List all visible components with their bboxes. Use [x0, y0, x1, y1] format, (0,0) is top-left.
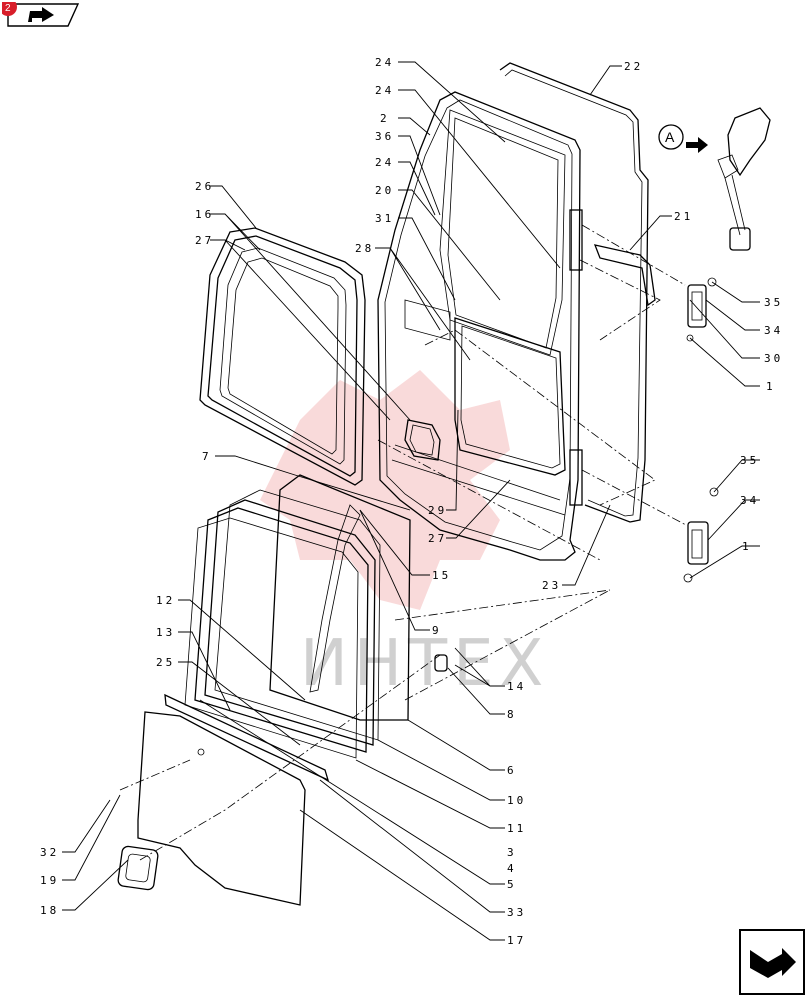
callout-label: 18 [40, 904, 59, 917]
callout-label: 26 [195, 180, 214, 193]
hinge-assemblies [683, 277, 719, 583]
callout-label: 5 [507, 878, 517, 891]
callout-label: 25 [156, 656, 175, 669]
page-badge-text: 2 [5, 3, 11, 14]
callout-label: 17 [507, 934, 526, 947]
callout-label: 24 [375, 56, 394, 69]
callout-label: 27 [428, 532, 447, 545]
callout-label: 7 [202, 450, 212, 463]
callout-label: 35 [740, 454, 759, 467]
callout-label: 22 [624, 60, 643, 73]
next-page-button[interactable] [738, 928, 806, 996]
page-badge [0, 0, 17, 16]
arrow-forward-icon [739, 929, 805, 995]
callout-label: 13 [156, 626, 175, 639]
door-frame [377, 62, 656, 561]
callout-label: 36 [375, 130, 394, 143]
callout-label: 2 [380, 112, 390, 125]
callout-label: 20 [375, 184, 394, 197]
callout-label: 15 [432, 569, 451, 582]
callout-label: 27 [195, 234, 214, 247]
detail-a-latch: A [658, 107, 771, 251]
callout-label: 1 [766, 380, 776, 393]
callout-label: 19 [40, 874, 59, 887]
previous-page-button[interactable]: 2 [0, 0, 80, 28]
callout-label: 14 [507, 680, 526, 693]
upper-window-glass [199, 227, 366, 486]
watermark-logo: ИНТЕХ [260, 370, 549, 701]
callout-label: 29 [428, 504, 447, 517]
callout-label: 24 [375, 156, 394, 169]
callout-label: 4 [507, 862, 517, 875]
callout-label: 9 [432, 624, 442, 637]
callout-label: 12 [156, 594, 175, 607]
callout-label: 34 [740, 494, 759, 507]
callout-label: 34 [764, 324, 783, 337]
callout-label: 21 [674, 210, 693, 223]
callout-label: 6 [507, 764, 517, 777]
callout-label: 35 [764, 296, 783, 309]
callout-label: 16 [195, 208, 214, 221]
lower-window-frames [117, 474, 448, 906]
detail-a-label: A [665, 129, 675, 145]
callout-label: 31 [375, 212, 394, 225]
callout-label: 23 [542, 579, 561, 592]
callout-labels: 24 24 2 36 24 20 31 28 26 16 27 7 22 21 … [40, 56, 783, 947]
leader-lines [62, 61, 760, 941]
arrow-back-icon: 2 [0, 0, 80, 27]
detail-a-circle [658, 124, 684, 150]
assembly-lines [119, 224, 687, 861]
callout-label: 1 [742, 540, 752, 553]
callout-label: 24 [375, 84, 394, 97]
arrow-right-icon [686, 137, 708, 153]
callout-label: 28 [355, 242, 374, 255]
watermark-text: ИНТЕХ [300, 627, 549, 701]
callout-label: 33 [507, 906, 526, 919]
callout-label: 10 [507, 794, 526, 807]
callout-label: 8 [507, 708, 517, 721]
callout-label: 32 [40, 846, 59, 859]
callout-label: 11 [507, 822, 526, 835]
callout-label: 30 [764, 352, 783, 365]
callout-label: 3 [507, 846, 517, 859]
